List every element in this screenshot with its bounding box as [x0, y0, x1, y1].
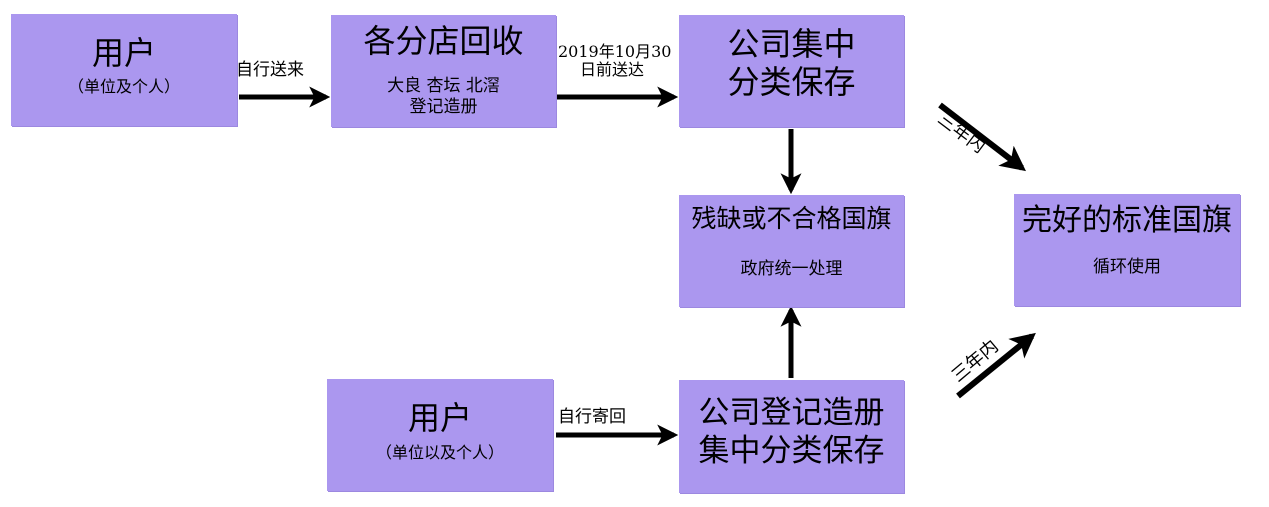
defective-flags-title: 残缺或不合格国旗 [691, 204, 892, 233]
label-deadline-line1: 2019年10月30 [558, 42, 672, 61]
label-self-mail: 自行寄回 [558, 407, 626, 427]
company-storage-box: 公司集中 分类保存 [679, 15, 904, 127]
store-collection-branches: 大良 杏坛 北滘 [387, 76, 500, 96]
user-top-title: 用户 [91, 34, 156, 72]
good-flags-box: 完好的标准国旗 循环使用 [1014, 194, 1240, 306]
good-flags-subtitle: 循环使用 [1093, 257, 1161, 277]
arrow-register-to-good [956, 332, 1036, 399]
company-register-line2: 集中分类保存 [698, 433, 885, 469]
company-storage-line1: 公司集中 [727, 25, 856, 63]
user-bottom-title: 用户 [407, 399, 472, 437]
user-bottom-subtitle: （单位以及个人） [375, 443, 504, 462]
good-flags-title: 完好的标准国旗 [1022, 203, 1232, 238]
company-register-line1: 公司登记造册 [698, 395, 885, 431]
label-deadline-line2: 日前送达 [580, 60, 645, 79]
label-self-deliver: 自行送来 [236, 60, 304, 80]
user-top-box: 用户 （单位及个人） [11, 14, 237, 126]
store-collection-register: 登记造册 [409, 97, 478, 117]
arrow-company-to-good [938, 102, 1026, 172]
store-collection-box: 各分店回收 大良 杏坛 北滘 登记造册 [331, 15, 556, 127]
store-collection-title: 各分店回收 [363, 22, 524, 60]
company-storage-line2: 分类保存 [727, 63, 856, 101]
company-register-box: 公司登记造册 集中分类保存 [679, 380, 904, 493]
defective-flags-subtitle: 政府统一处理 [740, 259, 843, 279]
defective-flags-box: 残缺或不合格国旗 政府统一处理 [679, 195, 904, 307]
user-top-subtitle: （单位及个人） [67, 77, 180, 96]
user-bottom-box: 用户 （单位以及个人） [327, 379, 553, 491]
